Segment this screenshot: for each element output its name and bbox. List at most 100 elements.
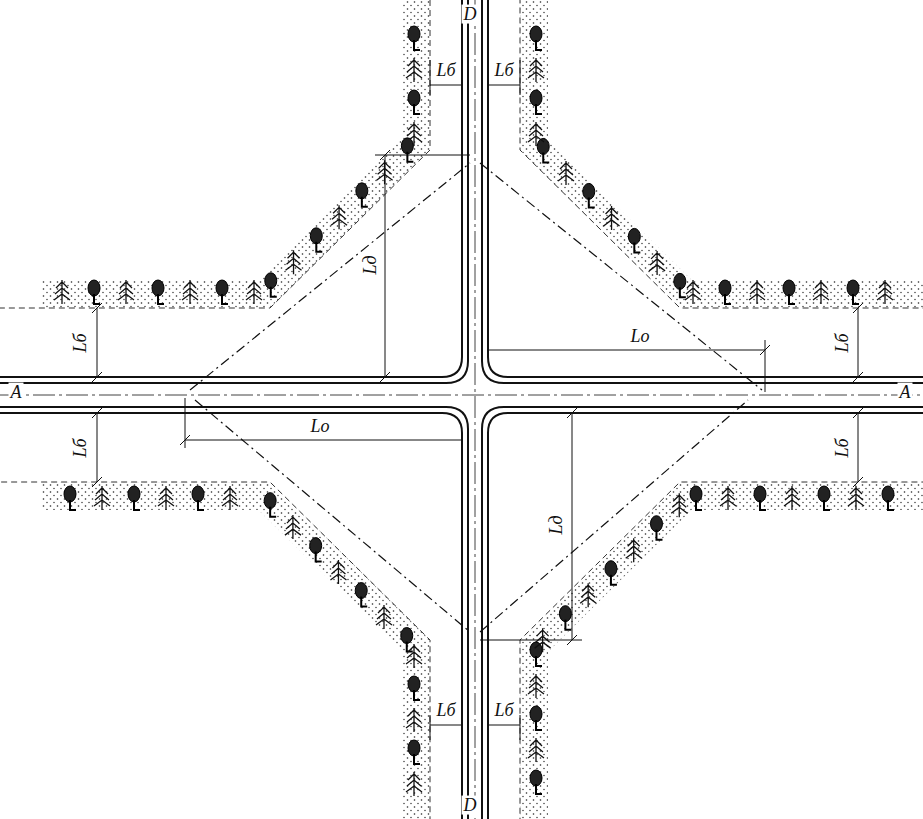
deciduous-tree: [674, 273, 686, 297]
dimension-label: Lб: [434, 61, 457, 80]
fir-tree: [604, 206, 620, 230]
fir-tree: [406, 708, 422, 732]
deciduous-tree: [530, 706, 542, 730]
fir-tree: [330, 560, 346, 584]
fir-tree: [406, 58, 422, 82]
dimension-label: Lд: [547, 513, 566, 536]
fir-tree: [749, 280, 765, 304]
deciduous-tree: [628, 228, 640, 252]
deciduous-tree: [583, 183, 595, 207]
road-name: A: [898, 383, 913, 402]
deciduous-tree: [530, 770, 542, 794]
fir-tree: [331, 205, 347, 229]
road-name: D: [462, 796, 479, 815]
deciduous-tree: [408, 676, 420, 700]
axis-line: [475, 0, 476, 819]
fir-tree: [813, 280, 829, 304]
fir-tree: [877, 280, 893, 304]
fir-tree: [528, 58, 544, 82]
deciduous-tree: [265, 273, 277, 297]
deciduous-tree: [408, 90, 420, 114]
deciduous-tree: [530, 90, 542, 114]
deciduous-tree: [559, 606, 571, 630]
fir-tree: [528, 674, 544, 698]
sight-lines: [190, 163, 762, 632]
deciduous-tree: [530, 26, 542, 50]
fir-tree: [528, 738, 544, 762]
dimension-label: Lо: [628, 327, 651, 346]
fir-tree: [626, 538, 642, 562]
dimension-label: Lб: [71, 436, 90, 459]
fir-tree: [671, 493, 687, 517]
axis-line: [0, 395, 923, 396]
deciduous-tree: [192, 486, 204, 510]
dimension-lines: [92, 60, 863, 740]
deciduous-tree: [408, 26, 420, 50]
deciduous-tree: [408, 740, 420, 764]
deciduous-tree: [216, 280, 228, 304]
road-name: A: [9, 383, 24, 402]
deciduous-tree: [152, 280, 164, 304]
road-name: D: [462, 5, 479, 24]
fir-tree: [54, 280, 70, 304]
deciduous-tree: [310, 538, 322, 562]
fir-tree: [720, 486, 736, 510]
deciduous-tree: [650, 516, 662, 540]
road-edge: [482, 0, 923, 383]
deciduous-tree: [401, 138, 413, 162]
dimension-label: Lб: [492, 61, 515, 80]
deciduous-tree: [401, 628, 413, 652]
dimension-label: Lб: [833, 436, 852, 459]
road-edge: [0, 0, 468, 383]
road-edge: [0, 407, 468, 819]
deciduous-tree: [847, 280, 859, 304]
fir-tree: [285, 515, 301, 539]
deciduous-tree: [64, 486, 76, 510]
fir-tree: [246, 280, 262, 304]
fir-tree: [158, 486, 174, 510]
sight-line: [480, 400, 748, 632]
dimension-label: Lб: [833, 331, 852, 354]
deciduous-tree: [356, 183, 368, 207]
dimension-label: Lб: [434, 701, 457, 720]
deciduous-tree: [690, 486, 702, 510]
fir-tree: [580, 583, 596, 607]
deciduous-tree: [605, 561, 617, 585]
deciduous-tree: [264, 493, 276, 517]
fir-tree: [685, 280, 701, 304]
sight-line: [480, 163, 762, 390]
fir-tree: [222, 486, 238, 510]
fir-tree: [784, 486, 800, 510]
sight-line: [190, 163, 470, 390]
sight-line: [195, 400, 470, 632]
fir-tree: [182, 280, 198, 304]
deciduous-tree: [355, 583, 367, 607]
deciduous-tree: [754, 486, 766, 510]
deciduous-tree: [783, 280, 795, 304]
deciduous-tree: [128, 486, 140, 510]
fir-tree: [406, 644, 422, 668]
dimension-label: Lб: [71, 331, 90, 354]
dimension-label: Lд: [361, 253, 380, 276]
road-edge: [482, 407, 923, 819]
deciduous-tree: [719, 280, 731, 304]
fir-tree: [649, 251, 665, 275]
fir-tree: [376, 605, 392, 629]
fir-tree: [286, 250, 302, 274]
fir-tree: [528, 122, 544, 146]
trees: [54, 26, 894, 796]
fir-tree: [118, 280, 134, 304]
deciduous-tree: [882, 486, 894, 510]
dimension-label: Lо: [308, 417, 331, 436]
dimension-label: Lб: [492, 701, 515, 720]
deciduous-tree: [530, 642, 542, 666]
deciduous-tree: [88, 280, 100, 304]
fir-tree: [558, 161, 574, 185]
fir-tree: [406, 772, 422, 796]
deciduous-tree: [818, 486, 830, 510]
